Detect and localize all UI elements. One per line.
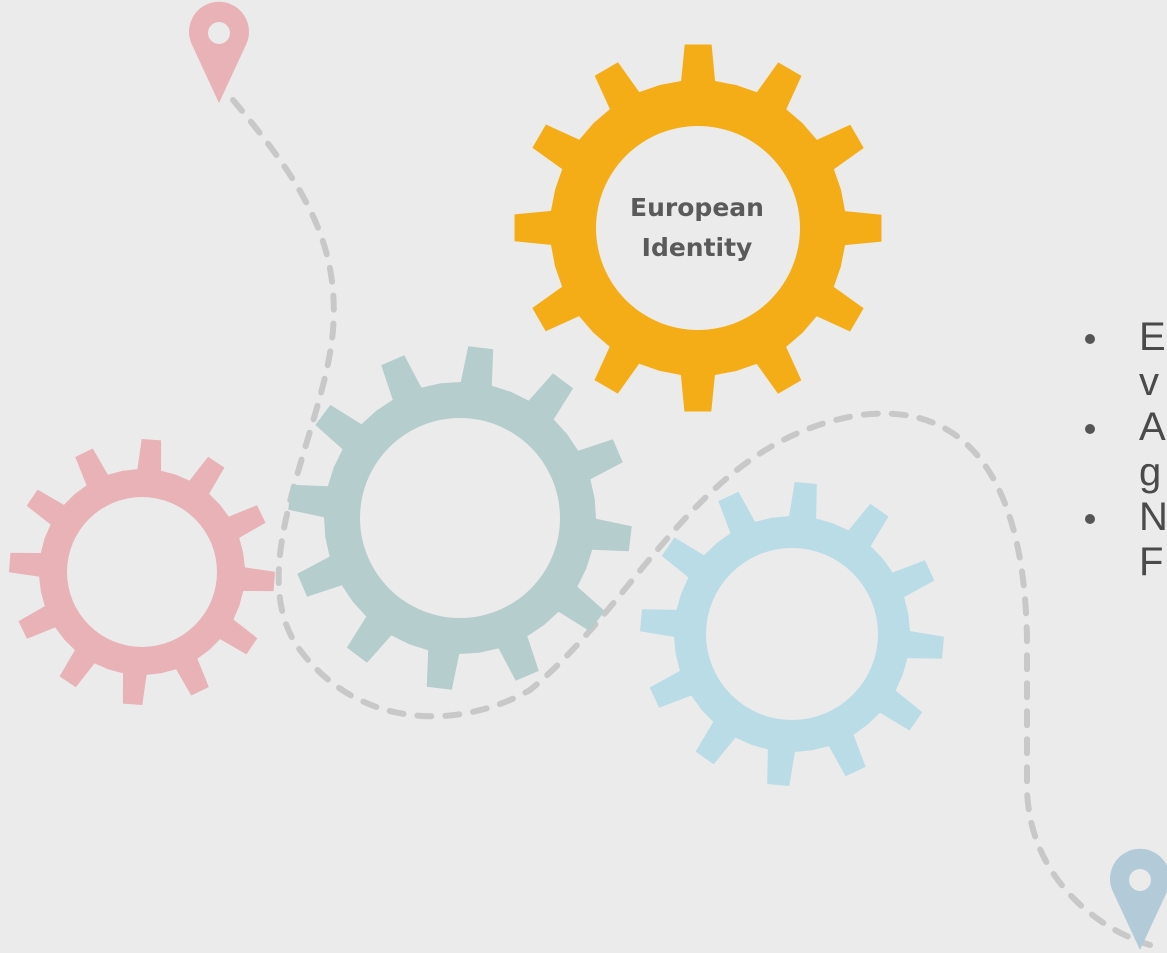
bullet-item-3-line-1: N [1139, 495, 1167, 539]
location-pin-end-icon [1110, 848, 1167, 950]
gear-pink-icon [9, 439, 275, 705]
bullet-item-3-line-2: F [1139, 540, 1164, 584]
gear-orange-icon [514, 44, 882, 412]
bullet-dot [1085, 424, 1095, 434]
pin-hole [1129, 869, 1151, 891]
bullet-item-3: N F [1085, 495, 1167, 585]
gear-teal-icon [288, 346, 632, 690]
gear-light-blue-icon [640, 482, 944, 786]
location-pin-start-icon [188, 1, 250, 104]
pin-body [188, 1, 250, 104]
bullet-list: E v A g N F [1085, 315, 1167, 585]
bullet-dot [1085, 334, 1095, 344]
bullet-item-1: E v [1085, 315, 1167, 405]
bullet-item-1-line-1: E [1139, 315, 1166, 359]
gear-label-line-1: European [630, 193, 764, 222]
pin-hole [208, 22, 230, 44]
gear-label-line-2: Identity [641, 233, 753, 262]
bullet-item-2-line-1: A [1139, 405, 1166, 449]
bullet-item-2-line-2: g [1139, 450, 1162, 494]
pin-body [1110, 848, 1167, 950]
bullet-item-2: A g [1085, 405, 1167, 495]
bullet-item-1-line-2: v [1139, 360, 1159, 404]
gear-label-european-identity: European Identity [587, 188, 807, 268]
bullet-dot [1085, 514, 1095, 524]
dashed-route-path [230, 97, 1153, 948]
